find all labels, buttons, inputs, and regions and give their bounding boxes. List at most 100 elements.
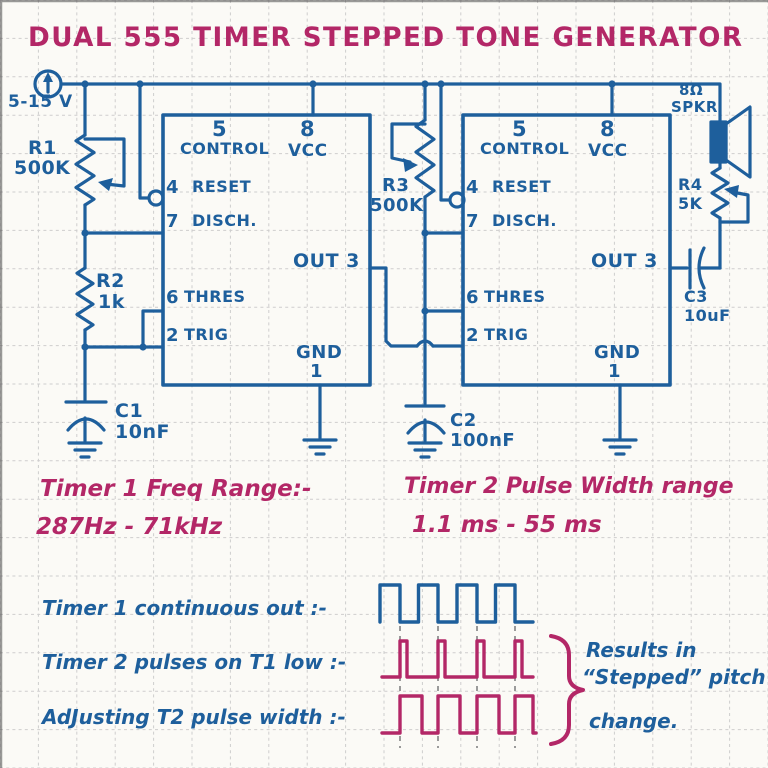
speaker-impedance: 8Ω	[679, 81, 704, 99]
vcc-rail	[59, 82, 722, 124]
junction-dot	[437, 80, 445, 88]
pulse-wave-narrow	[380, 639, 535, 679]
result-note-line3: change.	[589, 709, 679, 733]
c1-value: 10nF	[115, 421, 170, 443]
timer2-pin6-number: 6	[466, 287, 480, 308]
timer1-pin5-number: 5	[212, 117, 228, 141]
timer1-pin4-number: 4	[166, 177, 180, 198]
r2-value: 1k	[98, 291, 125, 313]
timer2-pin5-number: 5	[512, 117, 528, 141]
junction-dot	[81, 343, 89, 351]
timer1-ic-outline	[161, 113, 372, 387]
timer1-ground-icon	[302, 438, 338, 456]
c1-ground-icon	[67, 441, 103, 459]
c3-curved-plate	[697, 246, 706, 290]
timer2-pulse-range-title: Timer 2 Pulse Width range	[404, 474, 734, 499]
c1-name: C1	[115, 400, 144, 422]
power-voltage-label: 5-15 V	[8, 92, 73, 112]
c2-ground-icon	[407, 441, 443, 459]
timer2-pin8-number: 8	[600, 117, 616, 141]
timer1-pin6-number: 6	[166, 287, 180, 308]
timer1-freq-range-value: 287Hz - 71kHz	[36, 514, 223, 540]
timer1-pin-vcc: VCC	[288, 141, 328, 161]
timer1-pin-gnd: GND	[296, 342, 343, 363]
r1-name: R1	[28, 137, 57, 159]
r1-wiper	[83, 137, 126, 188]
timer2-pin4-number: 4	[466, 177, 480, 198]
junction-dot	[139, 343, 147, 351]
junction-dot	[81, 80, 89, 88]
square-wave-t1	[378, 583, 535, 624]
timer1-pin-reset: RESET	[192, 177, 252, 196]
timer2-pulse-range-value: 1.1 ms - 55 ms	[412, 512, 602, 538]
r3-wiper-arrow	[403, 158, 418, 172]
speaker-icon	[709, 105, 752, 179]
waveform2-label: Timer 2 pulses on T1 low :-	[42, 650, 347, 674]
r3-name: R3	[382, 175, 410, 196]
timer2-pin7-number: 7	[466, 211, 480, 232]
timer1-pin8-number: 8	[300, 117, 316, 141]
r2-name: R2	[96, 270, 125, 292]
timer2-pin1-number: 1	[608, 361, 622, 382]
timer2-pin-trig: TRIG	[484, 325, 529, 344]
result-note-line2: “Stepped” pitch	[582, 665, 766, 689]
r4-wiper	[718, 190, 750, 224]
c3-value: 10uF	[684, 306, 731, 325]
timer2-pin-out: OUT 3	[591, 250, 658, 272]
timer2-pin-control: CONTROL	[480, 139, 570, 158]
result-note-line1: Results in	[586, 638, 697, 662]
r4-name: R4	[678, 175, 703, 194]
timer2-pin-thres: THRES	[484, 287, 546, 306]
resistor-r4	[710, 166, 730, 220]
r1-wiper-arrow	[98, 178, 113, 191]
timer1-pin-disch: DISCH.	[192, 211, 257, 230]
timer2-ic-outline	[461, 113, 672, 387]
c3-name: C3	[684, 287, 708, 306]
resistor-r2	[75, 266, 95, 332]
timer1-output-waveform	[378, 583, 535, 624]
thres-trig-tie1	[141, 309, 165, 349]
c2-name: C2	[450, 410, 477, 431]
resistor-r1	[74, 133, 96, 207]
speaker-label: SPKR	[671, 98, 718, 116]
resistor-r3	[414, 118, 436, 199]
timer1-freq-range-title: Timer 1 Freq Range:-	[40, 476, 312, 502]
c2-value: 100nF	[450, 430, 516, 451]
r4-wiper-arrow	[724, 185, 739, 198]
curly-brace-icon	[549, 634, 585, 746]
timer2-ground-icon	[602, 438, 638, 456]
junction-dot	[421, 80, 429, 88]
timer1-pin1-number: 1	[310, 361, 324, 382]
pulse-wave-wide	[380, 694, 538, 735]
r1-value: 500K	[14, 157, 71, 179]
waveform3-label: AdJusting T2 pulse width :-	[42, 705, 346, 729]
r3-value: 500K	[370, 195, 424, 216]
page-title: DUAL 555 TIMER STEPPED TONE GENERATOR	[28, 22, 744, 53]
reset1-wire	[138, 82, 150, 200]
timer2-pin-disch: DISCH.	[492, 211, 557, 230]
timer2-output-waveforms	[380, 634, 585, 746]
timer2-pin-gnd: GND	[594, 342, 641, 363]
r3-wiper	[390, 122, 427, 164]
timer1-pin-control: CONTROL	[180, 139, 270, 158]
reset2-wire	[439, 82, 451, 202]
timer1-pin2-number: 2	[166, 325, 180, 346]
reset-bubble-icon	[147, 189, 165, 207]
timer1-pin7-number: 7	[166, 211, 180, 232]
out1-to-trig2	[368, 266, 419, 348]
timer2-pin-vcc: VCC	[588, 141, 628, 161]
timer1-pin-trig: TRIG	[184, 325, 229, 344]
junction-dot	[608, 80, 616, 88]
r4-value: 5K	[678, 194, 703, 213]
timer1-pin-out: OUT 3	[293, 250, 360, 272]
timer2-pin2-number: 2	[466, 325, 480, 346]
junction-dot	[81, 229, 89, 237]
waveform1-label: Timer 1 continuous out :-	[42, 596, 327, 620]
timer1-pin-thres: THRES	[184, 287, 246, 306]
circuit-wiring	[33, 69, 752, 459]
junction-dot	[136, 80, 144, 88]
junction-dot	[309, 80, 317, 88]
